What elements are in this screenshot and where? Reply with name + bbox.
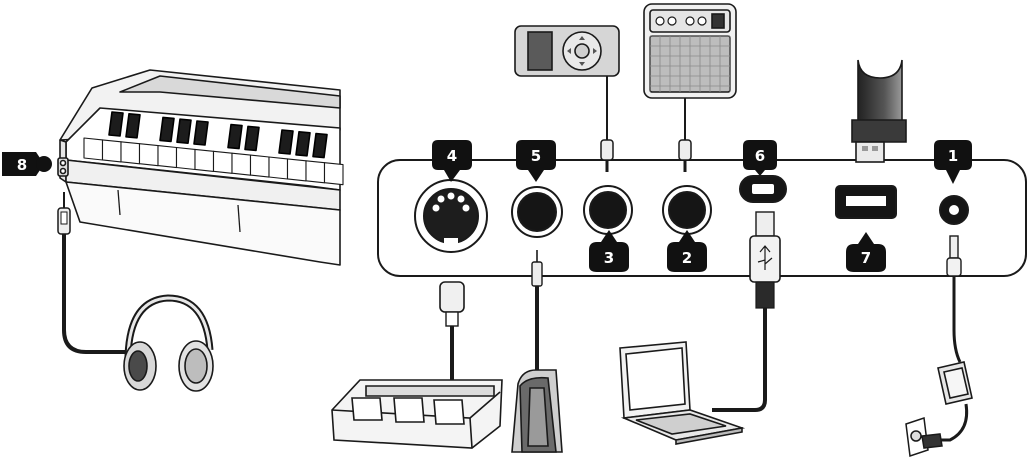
callout-2: 2	[667, 230, 707, 272]
black-keys	[108, 111, 328, 159]
laptop-icon	[619, 341, 746, 445]
white-keys	[83, 137, 344, 186]
black-key	[193, 120, 209, 146]
white-key	[268, 156, 289, 180]
callout-1: 1	[934, 140, 972, 184]
headphones-icon	[123, 294, 214, 392]
callout-7: 7	[846, 232, 886, 272]
amplifier-cable	[678, 98, 692, 172]
midi-jack	[414, 179, 488, 253]
usb-memory-port	[835, 185, 897, 219]
callout-4-label: 4	[447, 147, 457, 165]
ac-adaptor-cable	[936, 235, 969, 442]
white-key	[194, 148, 215, 172]
black-key	[312, 132, 328, 159]
callout-5: 5	[516, 140, 556, 182]
callout-8-label: 8	[17, 156, 27, 174]
white-key	[101, 139, 122, 163]
wall-outlet-icon	[905, 416, 943, 457]
black-key	[244, 125, 260, 152]
white-key	[323, 162, 344, 186]
white-key	[83, 137, 104, 161]
callout-6-label: 6	[755, 147, 765, 165]
music-player-icon	[514, 25, 620, 77]
output-jack	[662, 185, 712, 235]
triple-pedal-unit-icon	[331, 379, 503, 449]
usb-cable	[712, 211, 781, 412]
white-key	[157, 145, 178, 169]
input-jack	[583, 185, 633, 235]
callout-1-label: 1	[948, 147, 958, 165]
digital-piano	[57, 69, 344, 266]
white-key	[231, 152, 252, 176]
black-key	[159, 116, 175, 143]
black-key	[108, 111, 124, 137]
headphone-cable	[57, 192, 132, 354]
black-key	[278, 129, 294, 155]
callout-4: 4	[432, 140, 472, 182]
white-key	[286, 158, 307, 182]
callout-2-label: 2	[682, 249, 692, 267]
callout-7-label: 7	[861, 249, 871, 267]
damper-pedal-cable	[531, 250, 543, 372]
white-key	[305, 160, 326, 184]
white-key	[138, 143, 159, 167]
callout-5-label: 5	[531, 147, 541, 165]
white-key	[212, 150, 233, 174]
black-key	[125, 113, 141, 139]
black-key	[295, 131, 311, 157]
triple-pedal-cable	[439, 281, 465, 388]
ac-adaptor-icon	[937, 361, 973, 405]
callout-3: 3	[589, 230, 629, 272]
white-key	[249, 154, 270, 178]
damper-pedal-icon	[511, 369, 563, 453]
white-key	[120, 141, 141, 165]
dc-in-jack	[939, 195, 969, 225]
black-key	[227, 123, 243, 150]
callout-8: 8	[2, 152, 52, 176]
black-key	[176, 118, 192, 144]
pedal-jack	[511, 186, 563, 238]
guitar-amplifier-icon	[643, 3, 737, 99]
usb-flash-drive-icon	[851, 59, 907, 163]
callout-6: 6	[743, 140, 777, 176]
music-player-cable	[600, 76, 614, 172]
usb-computer-port	[739, 175, 787, 203]
callout-3-label: 3	[604, 249, 614, 267]
white-key	[175, 146, 196, 171]
